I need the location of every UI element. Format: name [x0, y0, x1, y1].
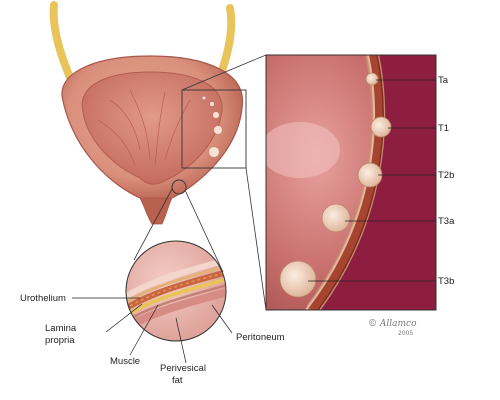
stage-label-t3a: T3a [438, 216, 455, 227]
section-marker-circle [171, 179, 187, 195]
stage-label-t3b: T3b [438, 276, 454, 287]
zoom-panel [265, 54, 437, 311]
zoom-connector-lines [181, 54, 267, 311]
stage-label-group: Ta T1 T2b T3a T3b [438, 75, 455, 287]
signature-year: 2005 [398, 330, 413, 337]
stage-leader-lines [308, 79, 436, 282]
signature-text: © Allamco [368, 319, 417, 329]
layer-label-lamina-line2: propria [45, 335, 75, 346]
stage-label-t1: T1 [438, 123, 449, 134]
layer-label-perivesical-line2: fat [172, 375, 183, 386]
tumor-t1 [370, 116, 392, 138]
bladder-inner-cavity [81, 71, 223, 185]
bladder-wall-tumors [201, 95, 223, 158]
artist-signature: © Allamco 2005 [368, 319, 417, 337]
layer-label-lamina-line1: Lamina [45, 323, 77, 334]
layer-leader-lines [72, 297, 233, 364]
stage-label-t2b: T2b [438, 170, 454, 181]
inset-box [181, 89, 247, 169]
tumor-ta [365, 72, 379, 86]
circle-connector-lines [133, 188, 224, 273]
signature-name: Allamco [379, 319, 417, 329]
stage-label-ta: Ta [438, 75, 449, 86]
stage-tumors [279, 72, 392, 298]
tumor-t3b [279, 260, 317, 298]
layer-label-urothelium: Urothelium [20, 293, 66, 304]
layer-label-lamina-propria: Lamina propria [45, 323, 79, 346]
layer-label-muscle: Muscle [110, 356, 140, 367]
layer-label-peritoneum: Peritoneum [236, 332, 285, 343]
mucosal-folds [97, 89, 191, 166]
layer-label-group: Urothelium Lamina propria Muscle Perives… [20, 293, 285, 386]
bladder-neck [139, 197, 173, 225]
bladder [61, 55, 244, 225]
layer-label-perivesical-line1: Perivesical [160, 363, 206, 374]
tumor-t3a [321, 203, 351, 233]
left-ureter [49, 1, 76, 86]
layer-label-perivesical-fat: Perivesical fat [160, 363, 209, 386]
